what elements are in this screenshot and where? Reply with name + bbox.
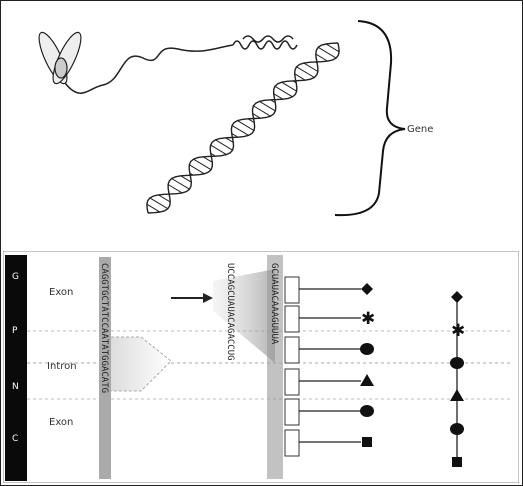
helix-rung <box>326 44 339 52</box>
exon-label-bottom: Exon <box>49 417 73 428</box>
star-icon: ✱ <box>451 321 465 341</box>
gene-label: Gene <box>407 124 433 135</box>
circle-icon <box>360 405 374 417</box>
helix-rung <box>297 67 315 78</box>
star-icon: ✱ <box>361 309 375 329</box>
helix-rung <box>295 74 306 80</box>
codon-box <box>285 306 299 332</box>
helix-rung <box>194 159 212 170</box>
codon-box <box>285 277 299 303</box>
helix-rung <box>189 165 204 174</box>
helix-rung <box>237 121 254 131</box>
dna-thread <box>65 45 233 93</box>
intron-label: Intron <box>47 361 77 372</box>
helix-rung <box>253 106 270 116</box>
gene-expression-diagram: G P N C Exon Intron Exon CAGGTGCTATCCAAT… <box>3 251 519 483</box>
helix-rung <box>275 86 293 97</box>
codon-box <box>285 399 299 425</box>
band-sidebar <box>5 255 27 481</box>
helix-rung <box>316 54 328 61</box>
codon-sequence: GCUAUACAAAGUUUA <box>269 263 279 345</box>
chromosome-to-gene-illustration: Gene <box>3 3 519 241</box>
helix-rung <box>215 140 232 150</box>
codon-box <box>285 337 299 363</box>
band-label-c: C <box>12 434 18 444</box>
circle-icon <box>360 343 374 355</box>
helix-rung <box>172 179 190 190</box>
square-icon <box>362 437 372 447</box>
band-label-p: P <box>12 326 18 336</box>
helix-rung <box>304 63 318 71</box>
codon-box <box>285 430 299 456</box>
helix-rung <box>260 101 276 111</box>
dna-helix-icon <box>147 43 339 213</box>
band-label-n: N <box>12 382 19 392</box>
helix-rung <box>232 125 249 135</box>
gene-brace <box>335 21 405 215</box>
codon-box <box>285 369 299 395</box>
circle-icon <box>450 423 464 435</box>
chromosome-icon <box>34 29 86 87</box>
helix-rung <box>158 195 170 202</box>
exon-label-top: Exon <box>49 287 73 298</box>
square-icon <box>452 457 462 467</box>
mrna-sequence: UCCAGCUAUACAGACCUG <box>225 263 235 361</box>
dna-sequence: CAGGTGCTATCCAATATGGACATG <box>99 263 109 393</box>
helix-rung <box>211 145 227 155</box>
helix-rung <box>181 176 192 182</box>
helix-rung <box>282 82 297 91</box>
helix-rung <box>147 204 160 212</box>
band-label-g: G <box>12 272 19 282</box>
coiled-dna <box>233 36 297 49</box>
circle-icon <box>450 357 464 369</box>
helix-rung <box>168 184 182 192</box>
